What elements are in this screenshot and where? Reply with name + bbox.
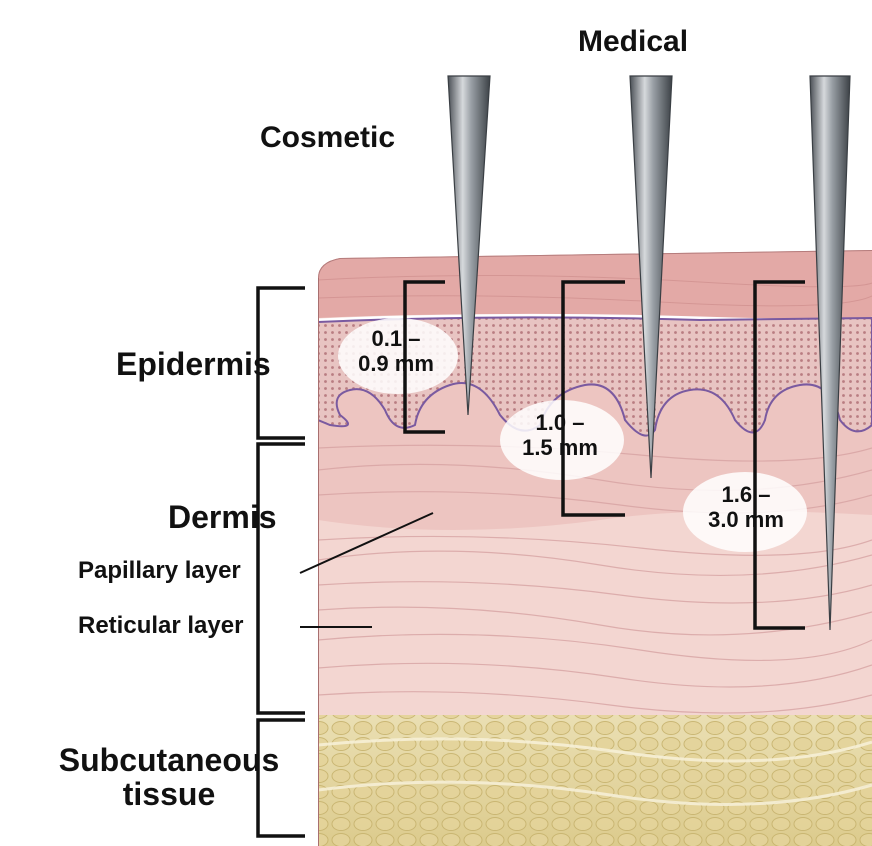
bracket-deep <box>753 280 805 630</box>
papillary-leader <box>299 512 434 574</box>
subcutaneous-line2: tissue <box>122 775 216 812</box>
depth-cosmetic-unit: 0.9 mm <box>358 351 434 377</box>
cosmetic-label: Cosmetic <box>260 121 396 154</box>
bracket-epidermis <box>256 286 305 440</box>
subcutaneous-line1: Subcutaneous <box>58 742 280 778</box>
layer-brackets <box>256 286 305 838</box>
needle-medical <box>629 75 673 479</box>
reticular-label: Reticular layer <box>78 612 244 639</box>
epidermis-label: Epidermis <box>116 346 271 382</box>
depth-medical-range: 1.0 – <box>535 410 585 435</box>
depth-deep: 1.6 – 3.0 mm <box>686 482 806 533</box>
needle-cosmetic <box>447 75 491 416</box>
bracket-medical <box>561 280 625 517</box>
dermis-label: Dermis <box>168 499 277 535</box>
depth-deep-range: 1.6 – <box>721 482 771 507</box>
depth-medical: 1.0 – 1.5 mm <box>500 410 620 461</box>
stratum-corneum <box>318 250 872 320</box>
bracket-dermis <box>256 442 305 715</box>
papillary-label: Papillary layer <box>78 557 241 584</box>
depth-cosmetic-range: 0.1 – <box>371 326 421 351</box>
bracket-subcutaneous <box>256 718 305 838</box>
bracket-cosmetic <box>403 280 445 434</box>
subcutaneous-label: Subcutaneous tissue <box>38 742 300 812</box>
depth-cosmetic: 0.1 – 0.9 mm <box>336 326 456 377</box>
depth-medical-unit: 1.5 mm <box>522 435 598 461</box>
depth-brackets <box>403 280 805 630</box>
medical-label: Medical <box>578 25 689 58</box>
depth-deep-unit: 3.0 mm <box>708 507 784 533</box>
epidermis-layer <box>318 316 872 437</box>
needle-deep <box>809 75 851 631</box>
